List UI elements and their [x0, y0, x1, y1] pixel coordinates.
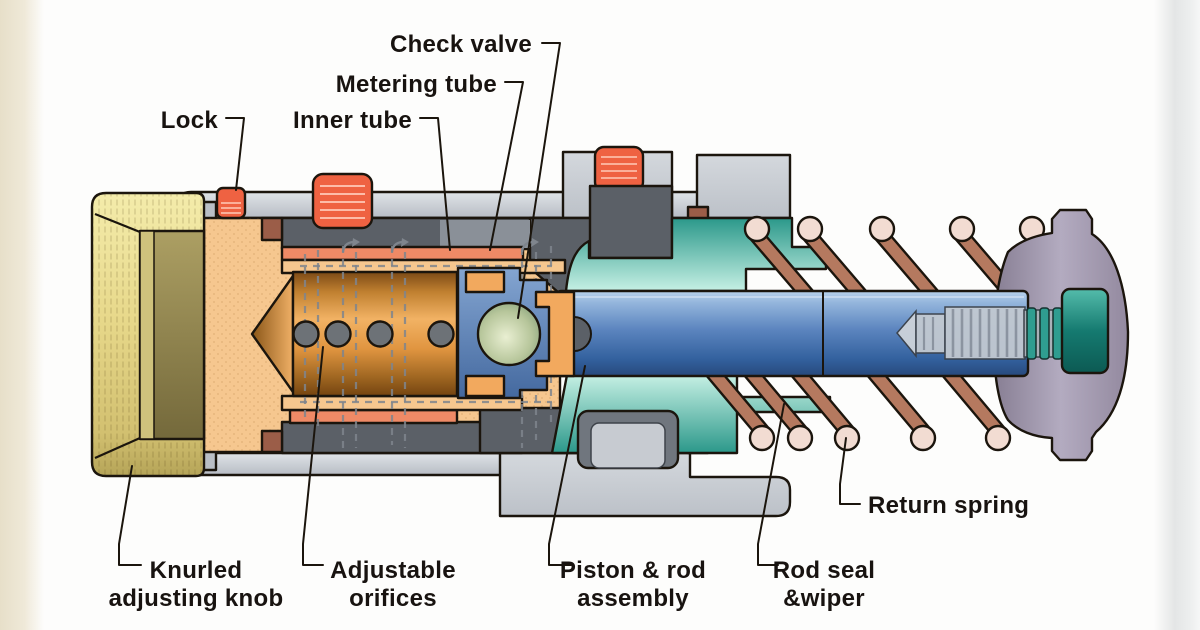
brick-top-left [260, 216, 284, 242]
gland-block-top [588, 184, 674, 260]
leader-lines [118, 42, 861, 566]
end-nut [1060, 287, 1110, 375]
label-knob-line1: Knurled [150, 557, 243, 584]
labels: Check valve Metering tube Inner tube Loc… [109, 31, 1029, 612]
label-return-spring: Return spring [868, 492, 1029, 519]
label-lock: Lock [161, 107, 219, 134]
leader-check-valve [517, 42, 561, 319]
knob-chamfer-top [94, 212, 141, 234]
valve-seat-top [464, 270, 506, 294]
knob-chamfer-bottom [94, 436, 141, 460]
leader-piston-rod [548, 365, 586, 566]
brick-bottom-left [260, 429, 284, 454]
label-rod-seal-line1: Rod seal [773, 557, 875, 584]
piston-rod-assembly [554, 287, 1110, 378]
leader-knob [118, 465, 142, 566]
orifice-4 [427, 320, 455, 348]
adjustable-orifices [292, 320, 455, 348]
bore-wall-top [440, 220, 530, 248]
threaded-stud [896, 306, 1026, 360]
lock-screw-mid [593, 145, 645, 193]
knurled-adjusting-knob [90, 191, 206, 478]
leader-return-spring [839, 437, 861, 505]
lock-screw-large [311, 172, 374, 230]
orifice-2 [324, 320, 352, 348]
check-valve-ball [476, 301, 542, 367]
leader-inner-tube [419, 117, 451, 251]
mounting-bracket [498, 451, 792, 518]
knob-inner-highlight [139, 230, 155, 440]
orifice-3 [366, 320, 394, 348]
label-knob-line2: adjusting knob [109, 585, 284, 612]
label-rod-seal-line2: &wiper [783, 585, 865, 612]
label-inner-tube: Inner tube [293, 107, 412, 134]
valve-seat-bottom [464, 374, 506, 398]
leader-metering-tube [489, 81, 524, 251]
leader-orifices [302, 346, 324, 566]
label-check-valve: Check valve [390, 31, 532, 58]
rod-end-threads-teal [1023, 307, 1067, 360]
leader-lock [225, 117, 245, 191]
label-orifices-line1: Adjustable [330, 557, 456, 584]
orifice-1 [292, 320, 320, 348]
bracket-boss [576, 409, 680, 470]
leader-rod-seal [757, 403, 785, 566]
valve-poppet [573, 315, 592, 353]
label-piston-line1: Piston & rod [560, 557, 706, 584]
label-orifices-line2: orifices [349, 585, 437, 612]
label-piston-line2: assembly [577, 585, 689, 612]
boss-inner [590, 422, 666, 469]
check-valve [456, 266, 592, 400]
housing-top-block-right [695, 153, 792, 220]
label-metering-tube: Metering tube [336, 71, 497, 98]
